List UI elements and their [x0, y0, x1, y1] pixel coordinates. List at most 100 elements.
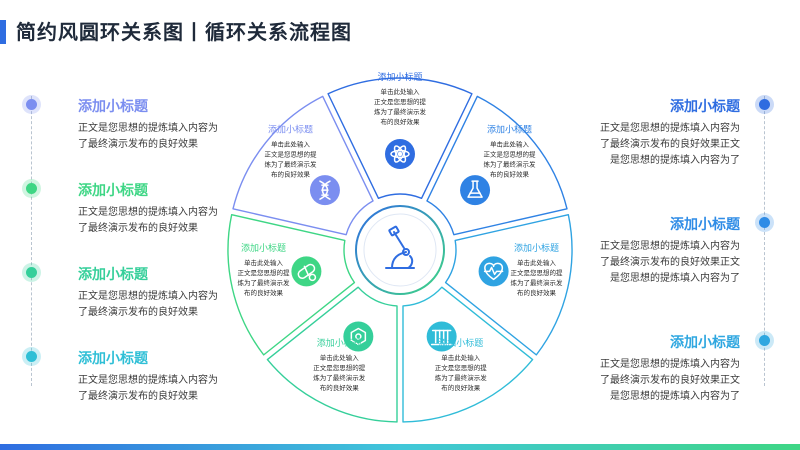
left-item-text: 正文是您思想的提炼填入内容为了最终演示发布的良好效果 — [78, 373, 308, 405]
right-item-text-line: 正文是您思想的提炼填入内容为 — [600, 241, 740, 252]
segment-text-line: 单击此处输入 — [490, 140, 530, 149]
left-item-text-line: 了最终演示发布的良好效果 — [78, 139, 198, 150]
right-item-text: 正文是您思想的提炼填入内容为了最终演示发布的良好效果正文是您思想的提炼填入内容为… — [560, 239, 740, 287]
left-item-subtitle: 添加小标题 — [78, 267, 148, 283]
right-timeline-line — [764, 96, 765, 386]
segment-title: 添加小标题 — [438, 337, 483, 349]
test-tubes-icon — [430, 329, 453, 346]
microscope-icon — [385, 225, 415, 269]
ring-segment-shape — [227, 213, 356, 356]
segment-title: 添加小标题 — [514, 242, 559, 254]
segment-title: 添加小标题 — [487, 124, 532, 136]
left-item-dot — [22, 95, 41, 114]
right-item-subtitle: 添加小标题 — [670, 217, 740, 233]
segment-text-line: 正文是您思想的提 — [374, 97, 427, 106]
left-item-text-line: 正文是您思想的提炼填入内容为 — [78, 291, 218, 302]
title-accent-bar — [0, 20, 6, 44]
right-item-text-line: 了最终演示发布的良好效果正文 — [600, 257, 740, 268]
segment-text-line: 正文是您思想的提 — [265, 150, 318, 159]
right-item-dot — [755, 331, 774, 350]
segment-text-line: 单击此处输入 — [441, 353, 481, 362]
segment-text-line: 单击此处输入 — [517, 258, 557, 267]
segment-text-line: 布的良好效果 — [320, 383, 360, 392]
right-item-text: 正文是您思想的提炼填入内容为了最终演示发布的良好效果正文是您思想的提炼填入内容为… — [560, 121, 740, 169]
segment-text-line: 正文是您思想的提 — [435, 363, 488, 372]
segment-title: 添加小标题 — [268, 124, 313, 136]
left-item: 添加小标题正文是您思想的提炼填入内容为了最终演示发布的良好效果 — [22, 95, 256, 153]
segment-text-line: 正文是您思想的提 — [313, 363, 366, 372]
ring-segment-shape — [266, 286, 398, 423]
left-item-text: 正文是您思想的提炼填入内容为了最终演示发布的良好效果 — [78, 289, 308, 321]
left-item-text-line: 了最终演示发布的良好效果 — [78, 223, 198, 234]
left-item-text-line: 正文是您思想的提炼填入内容为 — [78, 207, 218, 218]
segment-text-line: 正文是您思想的提 — [483, 150, 536, 159]
ring-segment-shape — [327, 77, 473, 200]
right-item-text-line: 是您思想的提炼填入内容为了 — [610, 273, 740, 284]
segment-text-line: 炼为了最终演示发 — [435, 373, 488, 382]
ring-segment-shape — [426, 95, 568, 236]
right-item: 添加小标题正文是您思想的提炼填入内容为了最终演示发布的良好效果正文是您思想的提炼… — [560, 95, 774, 169]
right-item: 添加小标题正文是您思想的提炼填入内容为了最终演示发布的良好效果正文是您思想的提炼… — [560, 213, 774, 287]
left-timeline-line — [31, 96, 32, 386]
ring-segment-shape — [402, 286, 534, 423]
segment-title: 添加小标题 — [317, 337, 362, 349]
left-item-dot — [22, 347, 41, 366]
right-item-text-line: 正文是您思想的提炼填入内容为 — [600, 123, 740, 134]
molecule-icon — [350, 327, 367, 346]
left-item-subtitle: 添加小标题 — [78, 351, 148, 367]
right-item-text-line: 正文是您思想的提炼填入内容为 — [600, 359, 740, 370]
segment-text-line: 正文是您思想的提 — [238, 268, 291, 277]
ring-segment-shape — [444, 213, 573, 356]
right-item-text-line: 了最终演示发布的良好效果正文 — [600, 139, 740, 150]
left-item-dot — [22, 263, 41, 282]
left-item-text-line: 了最终演示发布的良好效果 — [78, 307, 198, 318]
center-hub — [355, 205, 445, 295]
right-item-dot — [755, 213, 774, 232]
segment-text-line: 正文是您思想的提 — [510, 268, 563, 277]
left-item-dot — [22, 179, 41, 198]
segment-text-line: 单击此处输入 — [271, 140, 311, 149]
left-item-text-line: 正文是您思想的提炼填入内容为 — [78, 375, 218, 386]
segment-text-line: 单击此处输入 — [244, 258, 284, 267]
segment-text-line: 炼为了最终演示发 — [265, 160, 318, 169]
heart-pulse-icon — [483, 262, 504, 281]
segment-text-line: 单击此处输入 — [381, 87, 421, 96]
left-item-text: 正文是您思想的提炼填入内容为了最终演示发布的良好效果 — [78, 121, 308, 153]
dna-icon — [319, 180, 331, 200]
segment-icon-badge — [460, 175, 491, 206]
segment-text-line: 布的良好效果 — [441, 383, 481, 392]
right-item-text-line: 是您思想的提炼填入内容为了 — [610, 155, 740, 166]
right-item-text: 正文是您思想的提炼填入内容为了最终演示发布的良好效果正文是您思想的提炼填入内容为… — [560, 357, 740, 405]
left-item-text-line: 正文是您思想的提炼填入内容为 — [78, 123, 218, 134]
left-item: 添加小标题正文是您思想的提炼填入内容为了最终演示发布的良好效果 — [22, 347, 256, 405]
segment-text-line: 布的良好效果 — [381, 117, 421, 126]
right-item-subtitle: 添加小标题 — [670, 99, 740, 115]
right-item-text-line: 了最终演示发布的良好效果正文 — [600, 375, 740, 386]
segment-text-line: 炼为了最终演示发 — [374, 107, 427, 116]
left-item-subtitle: 添加小标题 — [78, 183, 148, 199]
flask-icon — [467, 180, 483, 198]
segment-title: 添加小标题 — [377, 71, 422, 83]
segment-icon-badge — [343, 321, 374, 352]
segment-text-line: 布的良好效果 — [490, 170, 530, 179]
left-item-text: 正文是您思想的提炼填入内容为了最终演示发布的良好效果 — [78, 205, 308, 237]
ring-segment-shape — [232, 95, 374, 236]
segment-text-line: 布的良好效果 — [244, 288, 284, 297]
segment-text-line: 炼为了最终演示发 — [483, 160, 536, 169]
pills-icon — [297, 263, 317, 282]
right-item-subtitle: 添加小标题 — [670, 335, 740, 351]
bottom-gradient-bar — [0, 444, 800, 450]
left-item: 添加小标题正文是您思想的提炼填入内容为了最终演示发布的良好效果 — [22, 179, 256, 237]
left-item-text-line: 了最终演示发布的良好效果 — [78, 391, 198, 402]
segment-text-line: 炼为了最终演示发 — [238, 278, 291, 287]
right-item-dot — [755, 95, 774, 114]
segment-text-line: 布的良好效果 — [271, 170, 311, 179]
segment-text-line: 炼为了最终演示发 — [313, 373, 366, 382]
